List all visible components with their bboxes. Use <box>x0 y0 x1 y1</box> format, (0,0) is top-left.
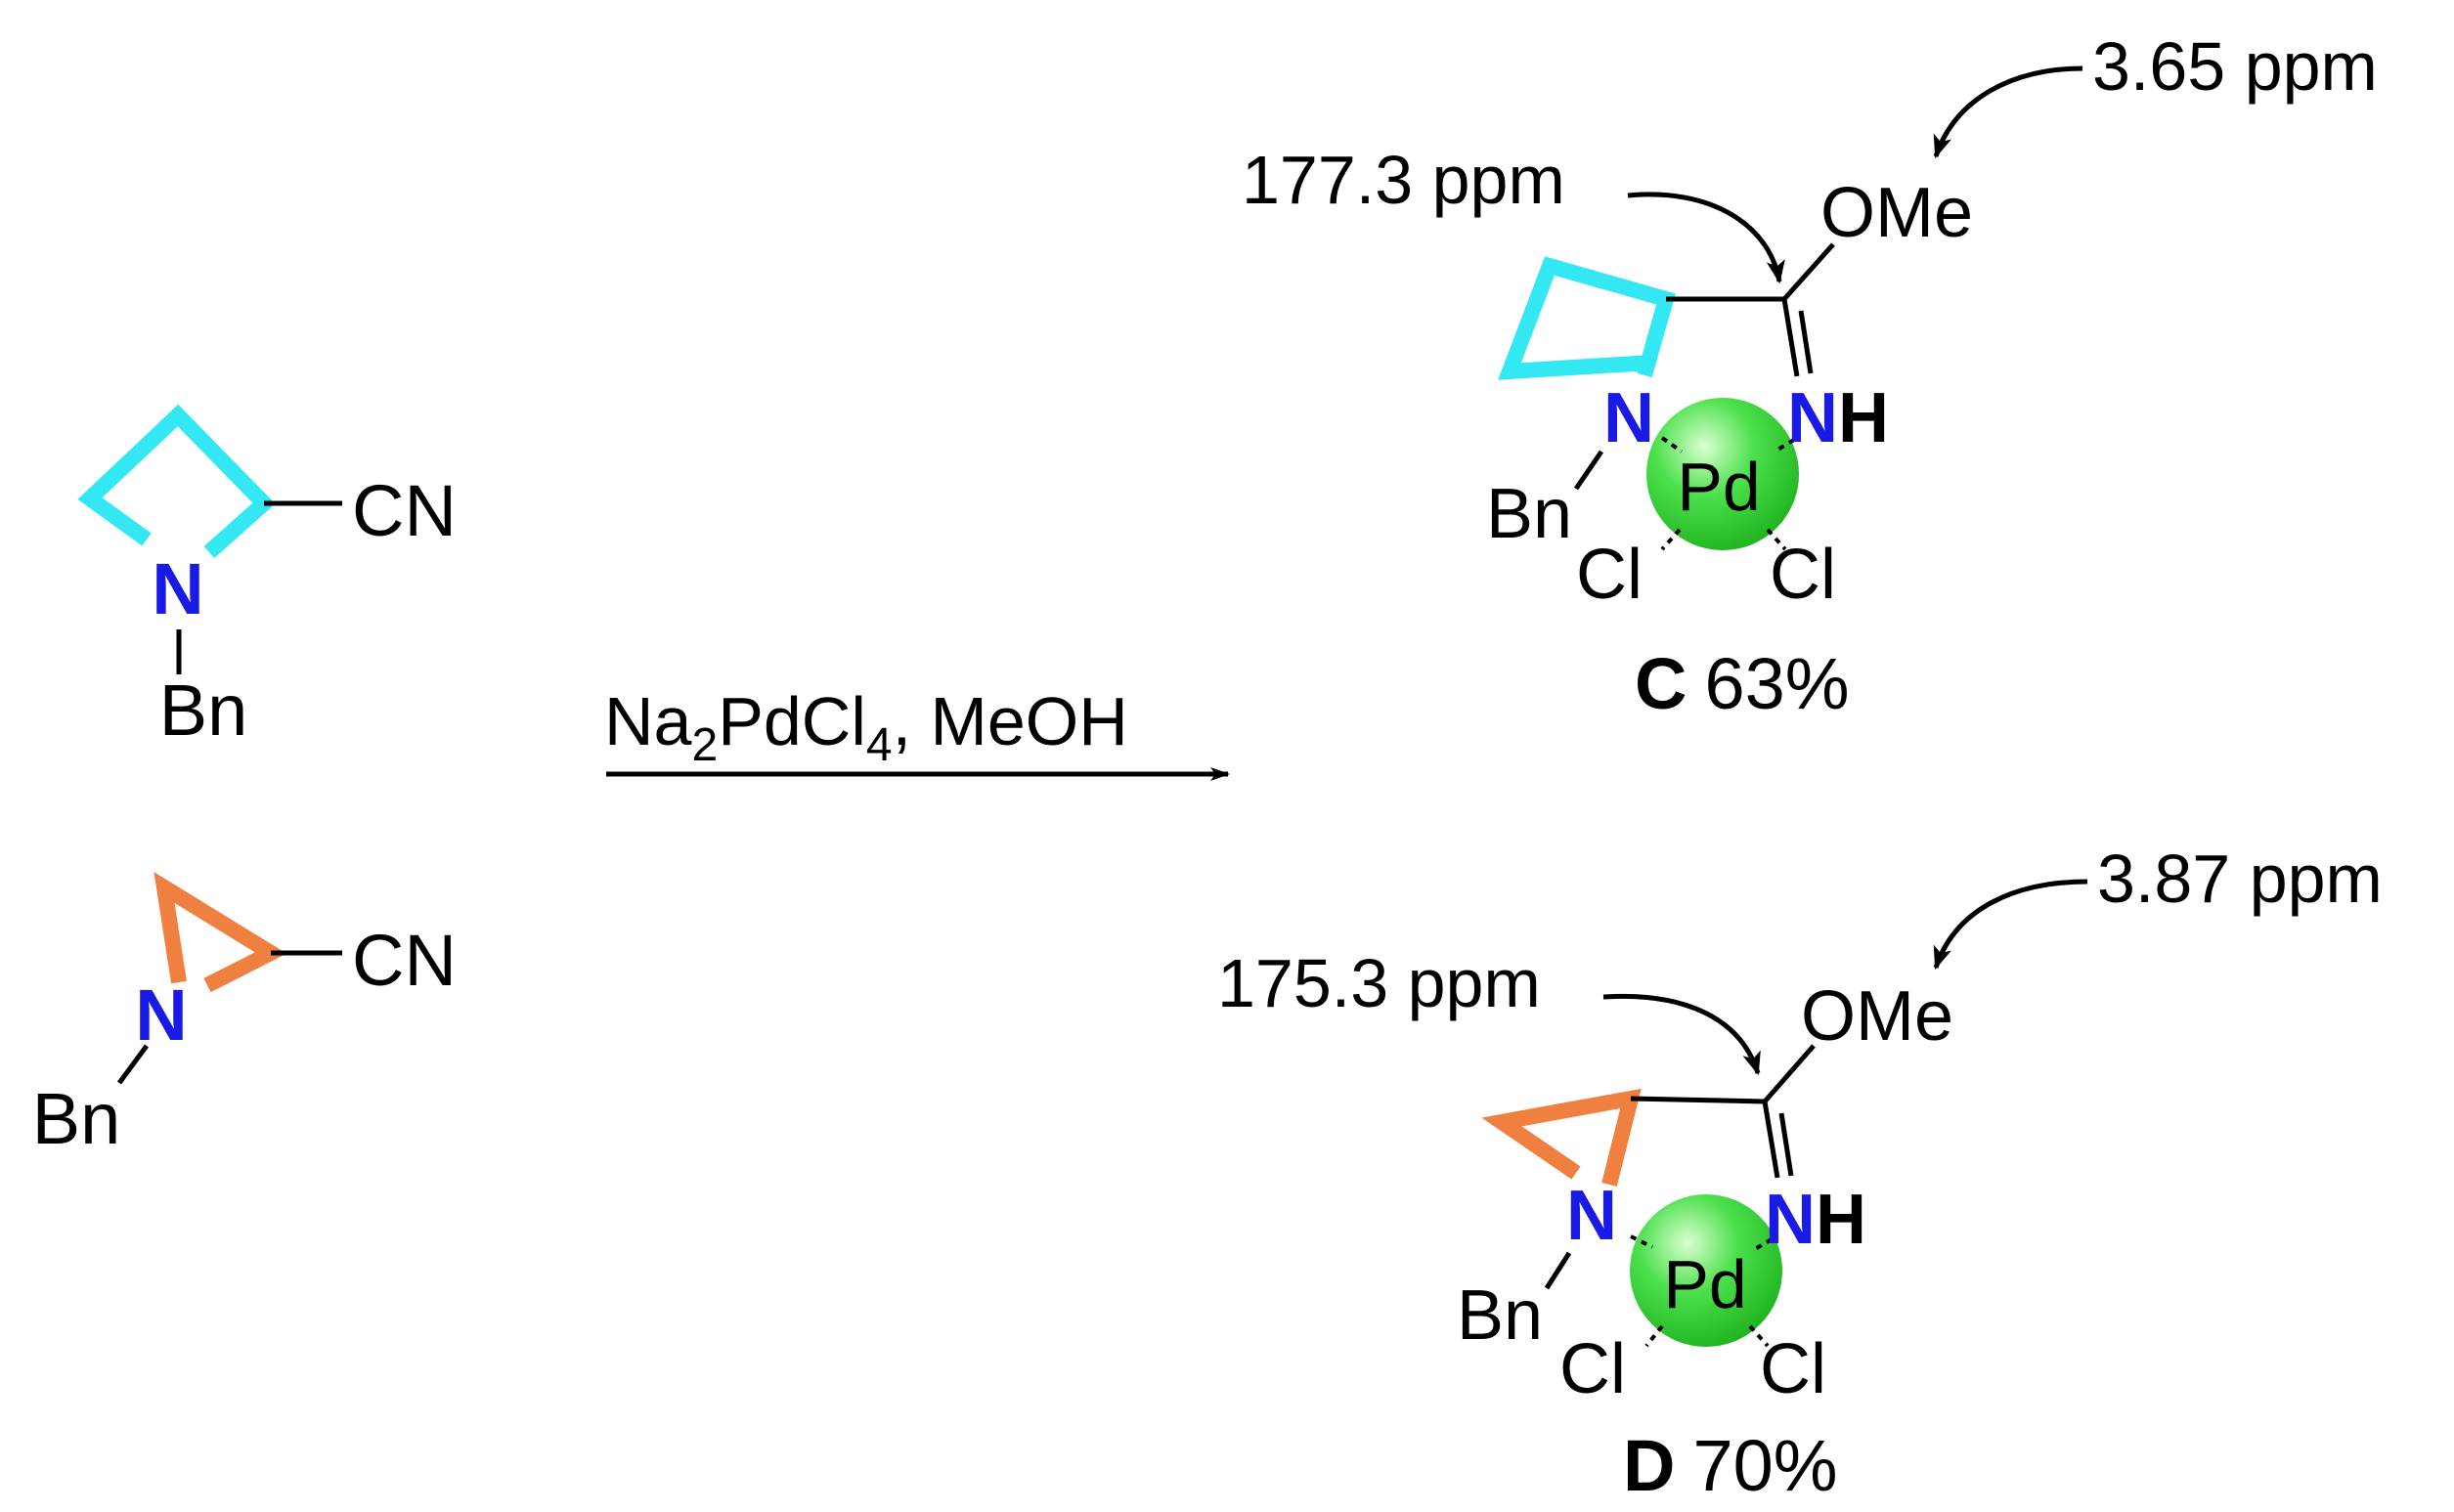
azetidine-nitrogen: N <box>152 548 203 629</box>
azetidine-ring <box>77 404 276 558</box>
n-pd-dashed-bond <box>1630 1234 1653 1249</box>
curved-arrow-icon <box>1933 879 2088 971</box>
ring-nitrogen: N <box>1566 1177 1617 1255</box>
ring-nitrogen: N <box>1603 379 1654 457</box>
nh-pd-dashed-bond <box>1753 1237 1774 1251</box>
compound-yield: 70% <box>1692 1425 1837 1506</box>
c-c-bond <box>1630 1096 1766 1104</box>
reaction-conditions: Na2PdCl4, MeOH <box>604 683 1230 781</box>
chloride-left-label: Cl <box>1559 1330 1626 1408</box>
nh-pd-dashed-bond <box>1773 438 1796 454</box>
aziridine-reactant: CN N Bn <box>32 872 457 1159</box>
c-o-bond <box>1782 242 1835 301</box>
imine-hydrogen: H <box>1816 1181 1866 1259</box>
reagent-label: Na2PdCl4, MeOH <box>604 683 1128 771</box>
azetidine-ring <box>1498 256 1676 380</box>
pd-cl-dashed-bond <box>1660 528 1682 551</box>
nitrile-label: CN <box>352 470 457 551</box>
n-benzyl-bond <box>1544 1251 1572 1290</box>
carbon-shift-label: 175.3 ppm <box>1217 945 1541 1021</box>
azetidine-reactant: CN N Bn <box>77 404 457 751</box>
c-n-double-bond <box>1762 1101 1780 1179</box>
reagent-chloride-subscript: 4 <box>866 719 893 771</box>
benzyl-label: Bn <box>32 1078 121 1159</box>
methoxy-shift-label: 3.87 ppm <box>2097 841 2383 917</box>
pd-cl-dashed-bond <box>1644 1324 1664 1348</box>
n-benzyl-bond <box>1573 450 1604 491</box>
c-o-bond <box>1763 1044 1816 1103</box>
imine-nh-label: NH <box>1765 1181 1866 1259</box>
pd-cl-dashed-bond <box>1766 528 1787 551</box>
methoxy-label: OMe <box>1820 174 1973 252</box>
curved-arrow-icon <box>1627 192 1785 284</box>
chloride-left-label: Cl <box>1576 536 1643 614</box>
methoxy-shift-label: 3.65 ppm <box>2092 28 2378 105</box>
nitrile-label: CN <box>352 920 457 1001</box>
chloride-right-label: Cl <box>1770 536 1836 614</box>
aziridine-nitrogen: N <box>135 974 187 1056</box>
product-c: 3.65 ppm 177.3 ppm OMe N NH Pd Bn Cl Cl … <box>1242 28 2378 724</box>
curved-arrow-icon <box>1933 65 2083 159</box>
palladium-sphere <box>1646 398 1799 550</box>
imine-nitrogen: N <box>1787 379 1838 457</box>
reagent-sodium: Na <box>604 683 692 759</box>
n-pd-dashed-bond <box>1660 436 1684 454</box>
benzyl-label: Bn <box>1486 475 1572 553</box>
imine-hydrogen: H <box>1838 379 1889 457</box>
methoxy-label: OMe <box>1801 977 1953 1056</box>
compound-label: C <box>1635 643 1687 724</box>
reagent-solvent: , MeOH <box>893 683 1128 759</box>
palladium-label: Pd <box>1677 449 1761 525</box>
product-d: 3.87 ppm 175.3 ppm OMe N NH Pd Bn Cl Cl … <box>1217 841 2383 1506</box>
chloride-right-label: Cl <box>1760 1330 1826 1408</box>
compound-label: D <box>1623 1425 1675 1506</box>
imine-nitrogen: N <box>1765 1181 1816 1259</box>
n-benzyl-bond <box>116 1044 150 1085</box>
aziridine-ring <box>1481 1088 1642 1187</box>
imine-nh-label: NH <box>1787 379 1889 457</box>
carbon-shift-label: 177.3 ppm <box>1242 142 1565 218</box>
c-n-double-bond <box>1778 1112 1794 1177</box>
c-n-double-bond <box>1798 310 1814 374</box>
aziridine-ring <box>153 872 287 993</box>
compound-yield: 63% <box>1704 643 1849 724</box>
curved-arrow-icon <box>1602 993 1761 1076</box>
benzyl-label: Bn <box>1457 1276 1543 1355</box>
c-n-double-bond <box>1781 298 1800 377</box>
benzyl-label: Bn <box>159 670 248 751</box>
palladium-sphere <box>1630 1194 1782 1347</box>
palladium-label: Pd <box>1663 1246 1747 1322</box>
pd-cl-dashed-bond <box>1748 1324 1770 1348</box>
reagent-palladium: PdCl <box>718 683 866 759</box>
reagent-sodium-subscript: 2 <box>691 719 718 771</box>
